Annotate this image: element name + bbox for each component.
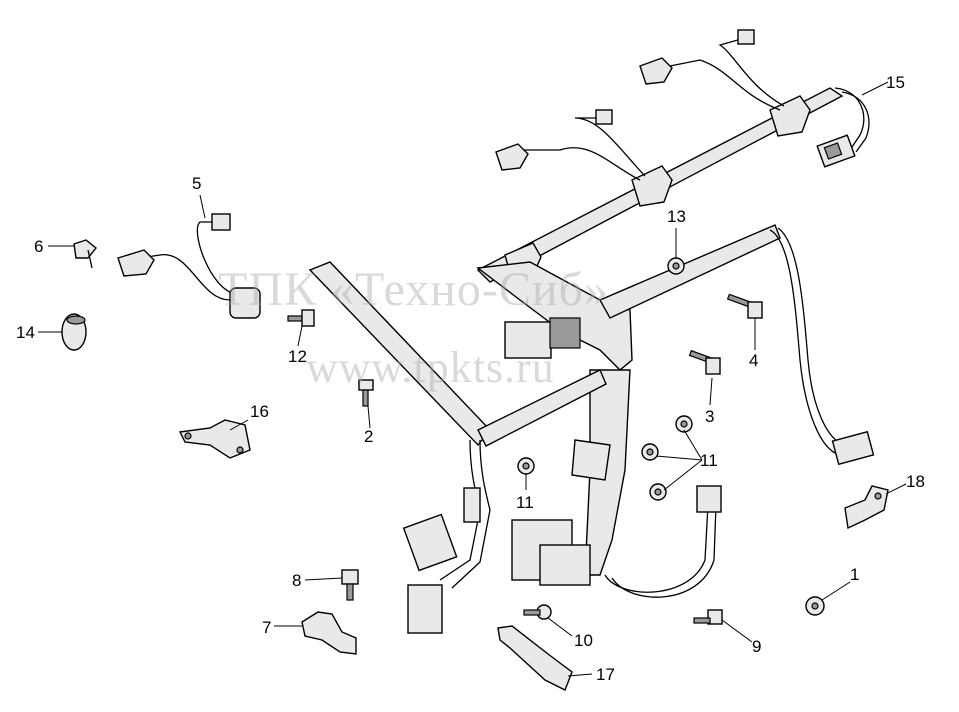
- callout-14: 15: [886, 73, 905, 92]
- part-7-clamp: [301, 611, 357, 655]
- rail-plug-1: [769, 95, 811, 137]
- connector-14: [816, 134, 856, 168]
- sensor-bracket: [229, 287, 261, 319]
- callout-5: 5: [192, 174, 202, 193]
- part-15-clamp: [61, 313, 87, 351]
- callout-17: 16: [250, 402, 269, 421]
- callout-11-left: 11: [516, 493, 534, 512]
- part-17-bracket: [178, 419, 251, 459]
- part-6-clip: [73, 239, 97, 269]
- small-connector-right: [696, 485, 722, 513]
- callout-18: 18: [906, 472, 925, 491]
- injector-harness: [476, 29, 870, 283]
- engine-harness-center: [476, 224, 875, 598]
- center-connector: [504, 317, 581, 359]
- injector-cap-c: [495, 143, 529, 171]
- part-3-bolt: [688, 349, 721, 375]
- sensor-connector-5: [211, 213, 231, 231]
- sensor-plug-5: [117, 249, 155, 277]
- part-4-bolt: [726, 293, 763, 319]
- part-10-bolt: [523, 604, 552, 620]
- part-12-bolt: [287, 309, 315, 327]
- callout-3: 3: [705, 407, 715, 426]
- watermark-url: www.tpkts.ru: [306, 343, 555, 392]
- callout-12: 12: [288, 347, 307, 366]
- connector-right: [831, 430, 875, 466]
- callout-9: 9: [752, 637, 762, 656]
- part-13-nut: [667, 257, 685, 275]
- relay-block: [511, 519, 591, 586]
- injector-cap-b: [737, 29, 755, 45]
- watermark-company: ТПК «Техно-Сиб»: [218, 263, 609, 316]
- part-11-nut-a: [675, 415, 693, 433]
- callout-10: 10: [574, 631, 593, 650]
- part-2-bolt: [358, 379, 374, 407]
- callout-8: 8: [292, 571, 302, 590]
- callout-1: 1: [850, 565, 860, 584]
- callout-4: 4: [749, 351, 759, 370]
- callout-16: 17: [596, 665, 615, 684]
- callout-7: 7: [262, 618, 272, 637]
- callout-11-right: 11: [700, 451, 718, 470]
- left-connector-mid: [463, 487, 481, 523]
- callout-15: 14: [16, 323, 35, 342]
- part-11-nut-c: [649, 483, 667, 501]
- part-11-nut-d: [517, 457, 535, 475]
- callout-2: 2: [364, 427, 374, 446]
- callout-6: 6: [34, 237, 44, 256]
- callout-13: 13: [667, 207, 686, 226]
- leader-lines: [38, 81, 907, 677]
- injector-cap-a: [639, 57, 673, 85]
- left-connector-lower: [402, 513, 458, 572]
- part-11-nut-b: [641, 443, 659, 461]
- left-plug-bottom: [407, 584, 443, 634]
- part-1-nut: [805, 596, 825, 616]
- injector-cap-d: [595, 109, 613, 125]
- part-16-strap: [497, 625, 573, 691]
- part-9-bolt: [693, 609, 723, 625]
- left-branch-harness: [117, 213, 607, 634]
- part-8-bolt: [341, 569, 359, 601]
- rail-plug-2: [631, 165, 673, 207]
- part-18-bracket: [844, 485, 889, 530]
